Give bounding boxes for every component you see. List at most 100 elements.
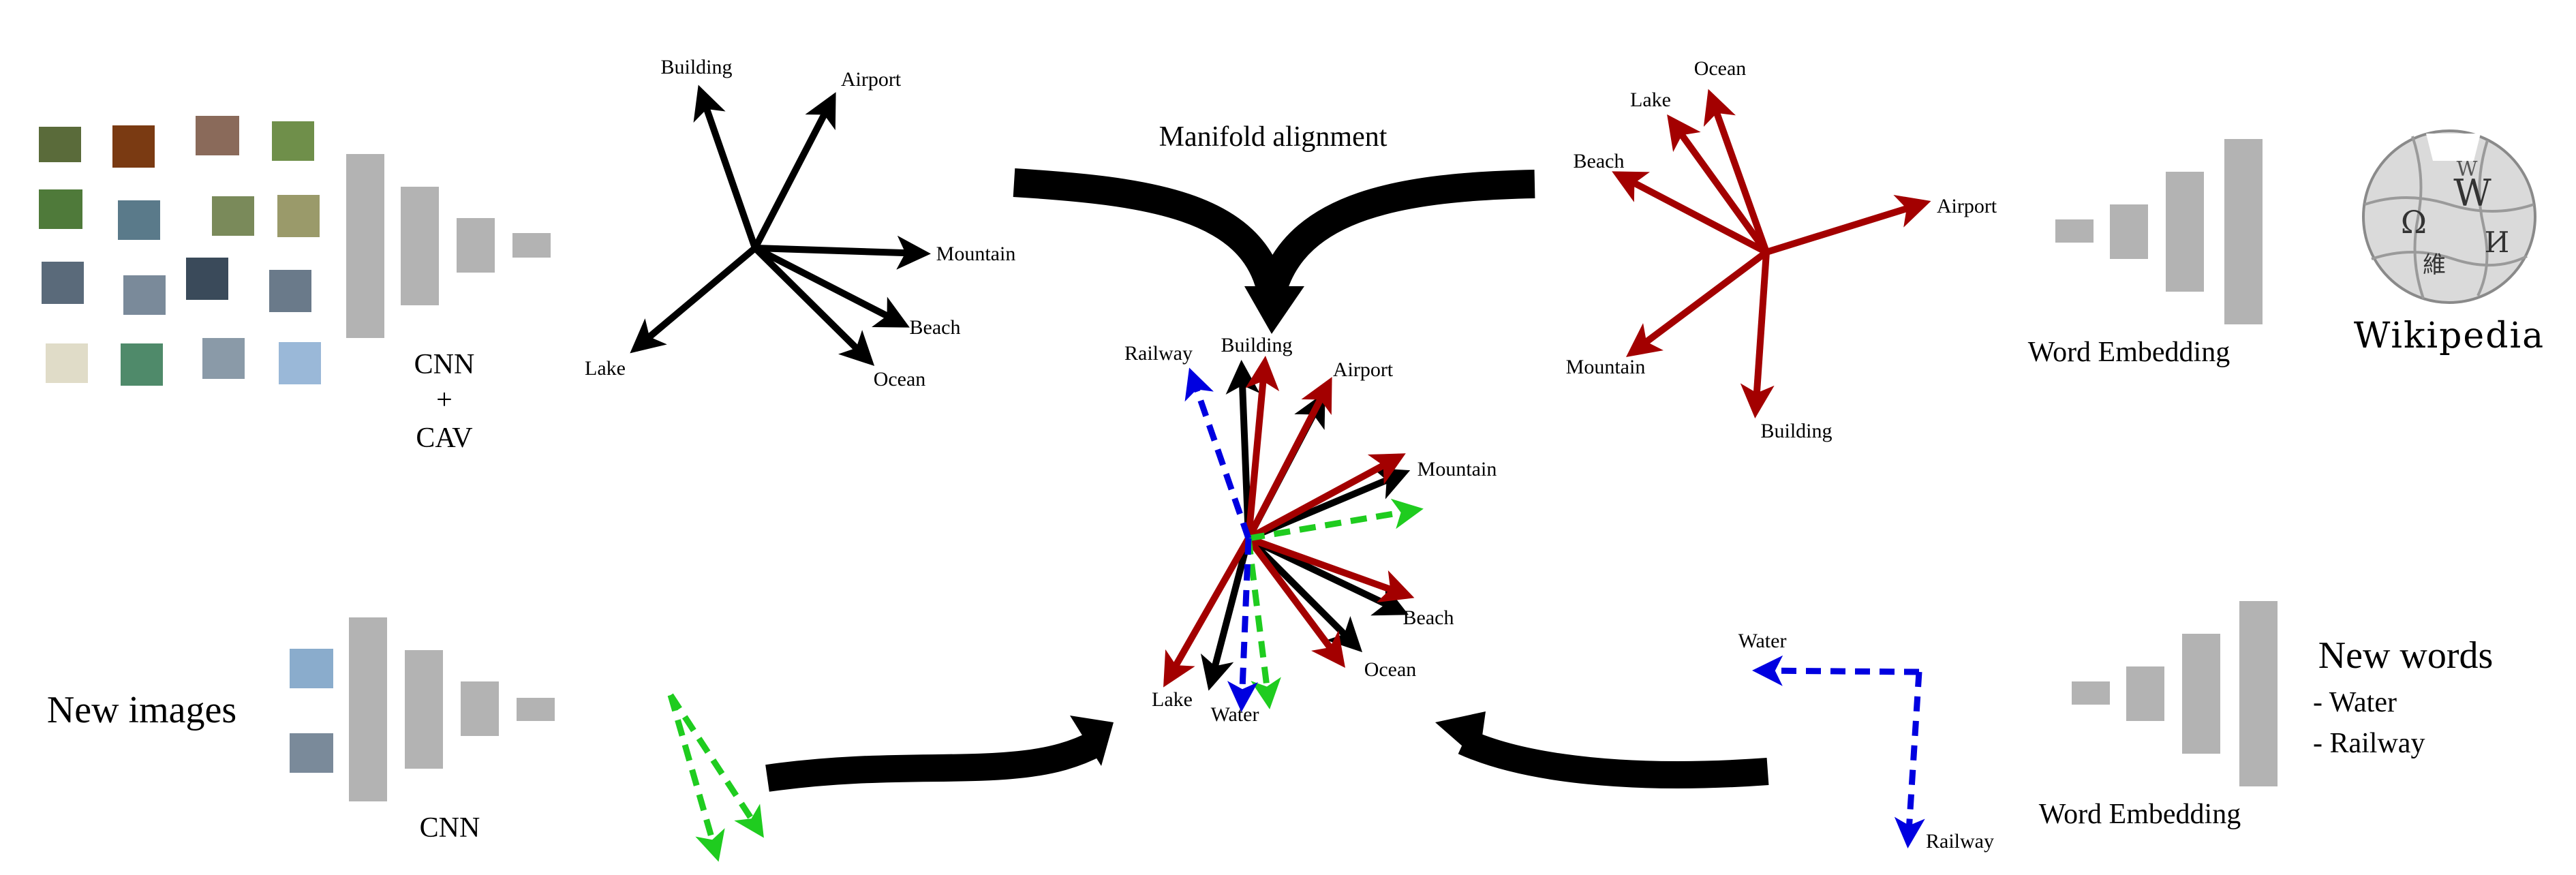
new-image-thumbnail <box>290 649 333 688</box>
new-image-thumbnail <box>290 733 333 773</box>
new-image-concept-space <box>667 693 764 862</box>
image-vector-beach <box>753 245 910 328</box>
encoder-layer <box>401 187 439 305</box>
aligned-label-beach: Beach <box>1403 607 1454 629</box>
thumbnail-image <box>277 195 320 237</box>
thumbnail-image <box>123 275 166 315</box>
aligned-image-vector-ocean <box>1246 536 1363 653</box>
new-image-vector-2 <box>668 693 764 838</box>
manifold-alignment-arrow <box>1013 168 1535 334</box>
image-label-building: Building <box>660 56 732 78</box>
encoder-layer <box>457 218 495 273</box>
glyph-wi: W <box>2457 157 2478 181</box>
new-image-encoder-label: CNN <box>420 812 480 844</box>
thumbnail-image <box>269 270 311 312</box>
thumbnail-image <box>39 189 82 229</box>
image-label-lake: Lake <box>585 357 626 380</box>
word-encoder-bars-bottom <box>2072 601 2278 786</box>
thumbnail-image <box>39 127 81 162</box>
puzzle-seam <box>2364 136 2534 299</box>
new-word-concept-space <box>1752 655 1925 848</box>
encoder-layer <box>517 698 555 721</box>
aligned-concept-space <box>1163 356 1424 712</box>
aligned-label-railway: Railway <box>1124 342 1193 365</box>
thumbnail-image <box>118 200 160 240</box>
encoder-layer <box>2224 139 2263 324</box>
word-vector-beach <box>1612 171 1768 256</box>
word-label-lake: Lake <box>1630 89 1671 111</box>
image-label-airport: Airport <box>841 68 902 91</box>
thumbnail-image <box>121 343 163 386</box>
aligned-new-image-vector-2 <box>1245 538 1281 709</box>
aligned-word-vector-lake <box>1163 536 1252 688</box>
aligned-image-vector-lake <box>1200 537 1252 691</box>
aligned-label-airport: Airport <box>1333 358 1394 381</box>
new-word-label-railway: Railway <box>1926 830 1994 853</box>
glyph-cjk: 維 <box>2423 251 2446 279</box>
wikipedia-wordmark: Wikipedia <box>2354 316 2545 356</box>
image-vector-lake <box>630 245 758 354</box>
word-encoder-label-bottom: Word Embedding <box>2039 799 2241 830</box>
new-words-arrow-head <box>1435 711 1486 761</box>
encoder-layer <box>2072 681 2110 705</box>
encoder-layer <box>2239 601 2278 786</box>
encoder-layer <box>2166 172 2204 292</box>
alignment-arrow-right-branch <box>1257 170 1535 297</box>
new-word-vector-railway <box>1894 671 1925 848</box>
glyph-omega: Ω <box>2401 204 2427 241</box>
thumbnail-image <box>42 262 84 304</box>
aligned-image-vector-building <box>1225 360 1260 539</box>
glyph-i: И <box>2485 226 2510 259</box>
new-images-to-aligned-arrow <box>765 716 1114 792</box>
thumbnail-image <box>202 338 245 379</box>
aligned-word-vector-building <box>1245 356 1280 539</box>
new-images-arrow-head <box>1070 716 1114 766</box>
new-images-label: New images <box>47 689 236 731</box>
thumbnail-image <box>46 343 88 383</box>
image-vector-airport <box>752 92 836 250</box>
aligned-label-ocean: Ocean <box>1364 658 1417 681</box>
new-image-encoder-bars <box>349 617 555 801</box>
image-label-mountain: Mountain <box>936 243 1016 265</box>
encoder-layer <box>405 650 443 769</box>
new-words-item-water: - Water <box>2313 687 2397 718</box>
word-label-airport: Airport <box>1937 195 1997 217</box>
new-image-vector-1 <box>667 694 725 862</box>
aligned-new-word-vector-railway <box>1184 367 1252 540</box>
wikipedia-globe-icon <box>2362 129 2536 304</box>
wikipedia-logo: W Ω И 維 W Wikipedia <box>2354 129 2545 356</box>
thumbnail-image <box>272 121 314 161</box>
thumbnail-image <box>279 342 321 384</box>
new-words-title: New words <box>2318 634 2494 677</box>
aligned-word-vector-mountain <box>1246 453 1406 542</box>
new-images-thumbnails <box>290 649 333 773</box>
aligned-new-word-vector-water <box>1227 538 1258 712</box>
word-encoder-bars-top <box>2055 139 2263 324</box>
image-encoder-label-line2: + <box>436 384 453 416</box>
image-encoder-label-line3: CAV <box>416 423 472 454</box>
image-concept-space <box>630 85 931 367</box>
encoder-layer <box>349 617 387 801</box>
image-label-ocean: Ocean <box>874 368 926 390</box>
aligned-word-vector-beach <box>1247 535 1415 603</box>
thumbnail-image <box>186 258 228 300</box>
word-concept-space <box>1612 89 1931 418</box>
encoder-layer <box>461 681 499 736</box>
manifold-alignment-title: Manifold alignment <box>1159 121 1387 153</box>
new-words-to-aligned-arrow <box>1435 711 1769 788</box>
thumbnail-image <box>212 196 254 236</box>
missing-puzzle-piece <box>2426 134 2481 161</box>
encoder-layer <box>2126 666 2164 721</box>
glyph-w: W <box>2453 172 2491 215</box>
encoder-layer <box>2182 634 2220 754</box>
word-vector-mountain <box>1625 249 1768 357</box>
image-encoder-label-line1: CNN <box>414 349 475 380</box>
new-word-label-water: Water <box>1738 630 1787 652</box>
word-vector-lake <box>1667 114 1770 254</box>
aligned-word-vector-airport <box>1245 377 1332 540</box>
training-images-grid <box>39 116 321 386</box>
aligned-word-vector-ocean <box>1245 536 1345 669</box>
encoder-layer <box>2110 204 2148 259</box>
word-vector-airport <box>1765 194 1931 256</box>
